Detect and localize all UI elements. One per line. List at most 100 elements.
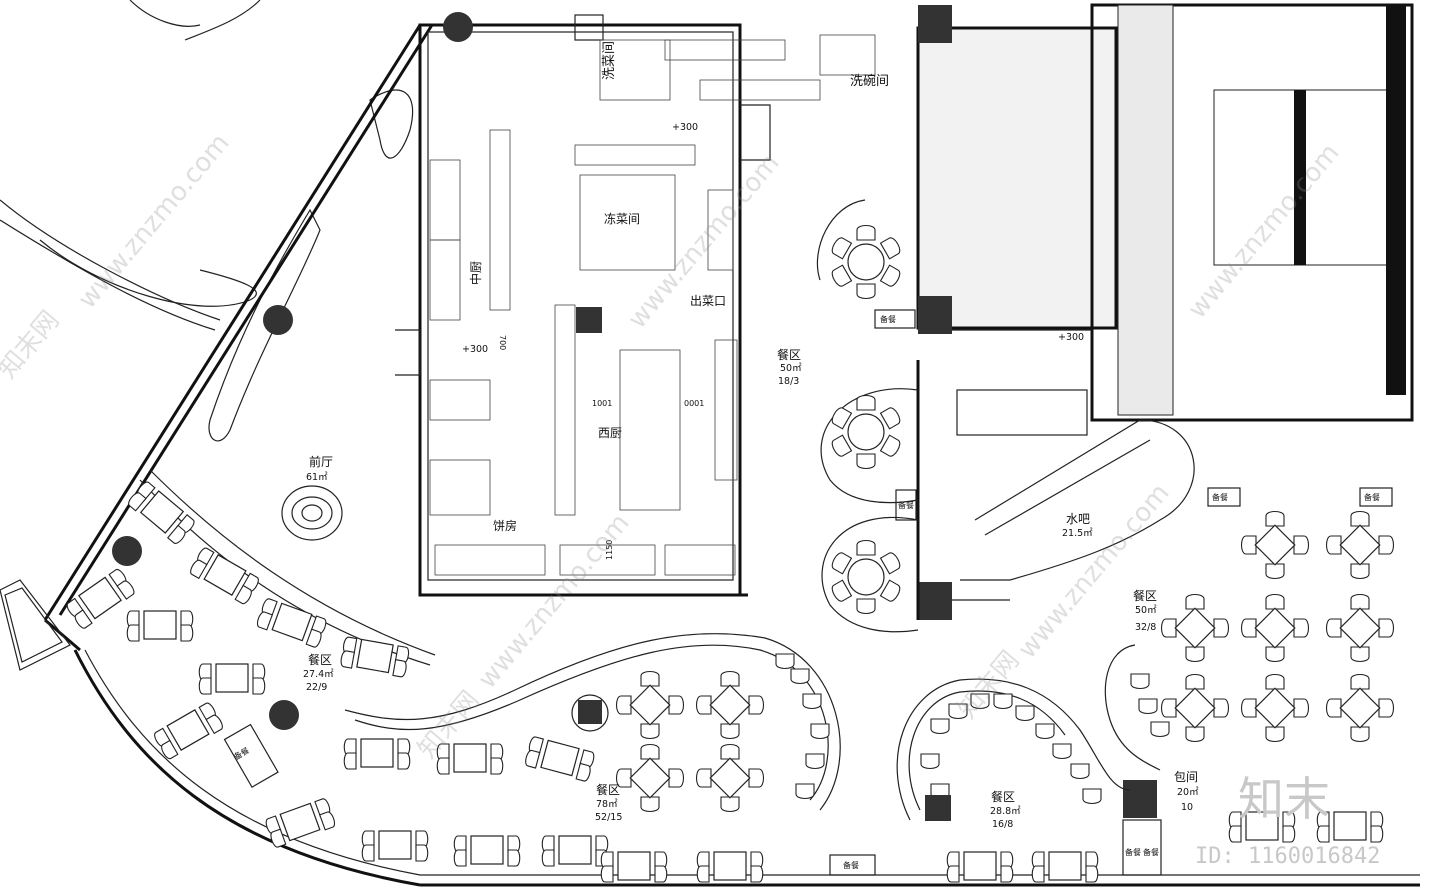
- watermark-site: www.znzmo.com: [72, 128, 235, 314]
- rect-table-set: [1031, 851, 1099, 883]
- water-bar: [916, 360, 1195, 620]
- chair: [525, 749, 541, 769]
- chair: [1185, 726, 1205, 743]
- chair: [270, 828, 287, 848]
- chair: [1325, 618, 1342, 638]
- dimension-label: 1001: [592, 399, 612, 408]
- chair: [1160, 698, 1177, 718]
- rect-table: [963, 851, 997, 881]
- dining-zone-area: 27.4㎡: [303, 669, 334, 680]
- rect-table: [360, 738, 394, 768]
- chair: [415, 844, 429, 862]
- chair: [920, 753, 940, 770]
- dining-zone-seats: 22/9: [306, 682, 327, 693]
- chair: [831, 434, 853, 457]
- serving-window-label: 出菜口: [690, 294, 726, 308]
- chair: [1185, 673, 1205, 690]
- chair: [1138, 698, 1158, 715]
- chair: [1130, 673, 1150, 690]
- rect-table: [143, 610, 177, 640]
- chair: [640, 670, 660, 687]
- rect-table-set: [190, 547, 259, 605]
- round-table: [847, 243, 885, 281]
- rect-table-set: [126, 610, 194, 642]
- wash-room-label: 洗菜间: [602, 41, 617, 80]
- chair: [615, 768, 632, 788]
- chair: [1000, 865, 1014, 883]
- chair: [1293, 618, 1310, 638]
- dining-zone-seats: 32/8: [1135, 622, 1156, 633]
- chair: [615, 695, 632, 715]
- core-area: [916, 3, 1414, 818]
- chair: [930, 718, 950, 735]
- dining-zone-seats: 18/3: [778, 376, 799, 387]
- chair: [600, 865, 614, 883]
- chair: [879, 407, 901, 430]
- chair: [234, 584, 252, 605]
- round-columns: [112, 305, 951, 821]
- chair: [340, 650, 355, 669]
- watermark-brand: 知末: [1238, 772, 1330, 826]
- service-station-label: 备餐: [1143, 847, 1159, 857]
- chair: [575, 762, 591, 782]
- dining-zone-1: 餐区 50㎡ 18/3: [777, 347, 802, 387]
- dining-zone-4: 餐区 28.8㎡ 16/8: [990, 789, 1021, 830]
- square-table: [1174, 607, 1216, 649]
- elevation-label: +300: [672, 122, 698, 133]
- rect-table: [470, 835, 504, 865]
- chair: [74, 609, 93, 629]
- chair: [1265, 593, 1285, 610]
- square-table: [1254, 687, 1296, 729]
- dining-zone-area: 28.8㎡: [990, 806, 1021, 817]
- booth-curves: [344, 199, 1161, 821]
- chair: [1185, 593, 1205, 610]
- rect-table-set: [66, 568, 135, 629]
- dining-zone-2: 餐区 27.4㎡ 22/9: [303, 652, 334, 693]
- rect-table-set: [343, 738, 411, 770]
- chair: [720, 796, 740, 813]
- chair: [1350, 563, 1370, 580]
- chair: [256, 611, 273, 631]
- chair: [252, 677, 266, 695]
- dining-zone-seats: 52/15: [595, 812, 622, 823]
- chair: [695, 768, 712, 788]
- dining-zone-label: 餐区: [596, 782, 620, 797]
- chair: [1293, 698, 1310, 718]
- private-room-seats: 10: [1181, 802, 1193, 813]
- elevation-label: +300: [462, 344, 488, 355]
- watermark-image-id: ID: 1160016842: [1195, 844, 1380, 869]
- chair: [879, 237, 901, 260]
- chair: [1265, 673, 1285, 690]
- service-station-label: 备餐: [1364, 492, 1380, 502]
- chair: [640, 743, 660, 760]
- rect-table: [166, 709, 210, 751]
- chair: [116, 580, 135, 600]
- chair: [750, 865, 764, 883]
- rect-table: [203, 554, 247, 596]
- chair: [879, 434, 901, 457]
- chair: [1293, 535, 1310, 555]
- chair: [831, 579, 853, 602]
- square-table: [1254, 607, 1296, 649]
- chair: [695, 695, 712, 715]
- chair: [856, 598, 876, 615]
- chair: [343, 752, 357, 770]
- chair: [879, 552, 901, 575]
- chair: [507, 849, 521, 867]
- rect-table-set: [128, 481, 195, 544]
- chair: [1265, 646, 1285, 663]
- chair: [1350, 726, 1370, 743]
- rect-table: [1245, 811, 1279, 841]
- rect-table-set: [436, 743, 504, 775]
- elevation-label: +300: [1058, 332, 1084, 343]
- rect-table: [356, 638, 394, 674]
- chair: [392, 659, 407, 678]
- kitchen-block: [395, 12, 876, 597]
- dining-zone-5: 餐区 50㎡ 32/8: [1133, 588, 1157, 633]
- rect-table: [271, 602, 313, 642]
- chair: [167, 524, 186, 544]
- chair: [1350, 593, 1370, 610]
- square-table: [629, 684, 671, 726]
- chair: [305, 628, 322, 648]
